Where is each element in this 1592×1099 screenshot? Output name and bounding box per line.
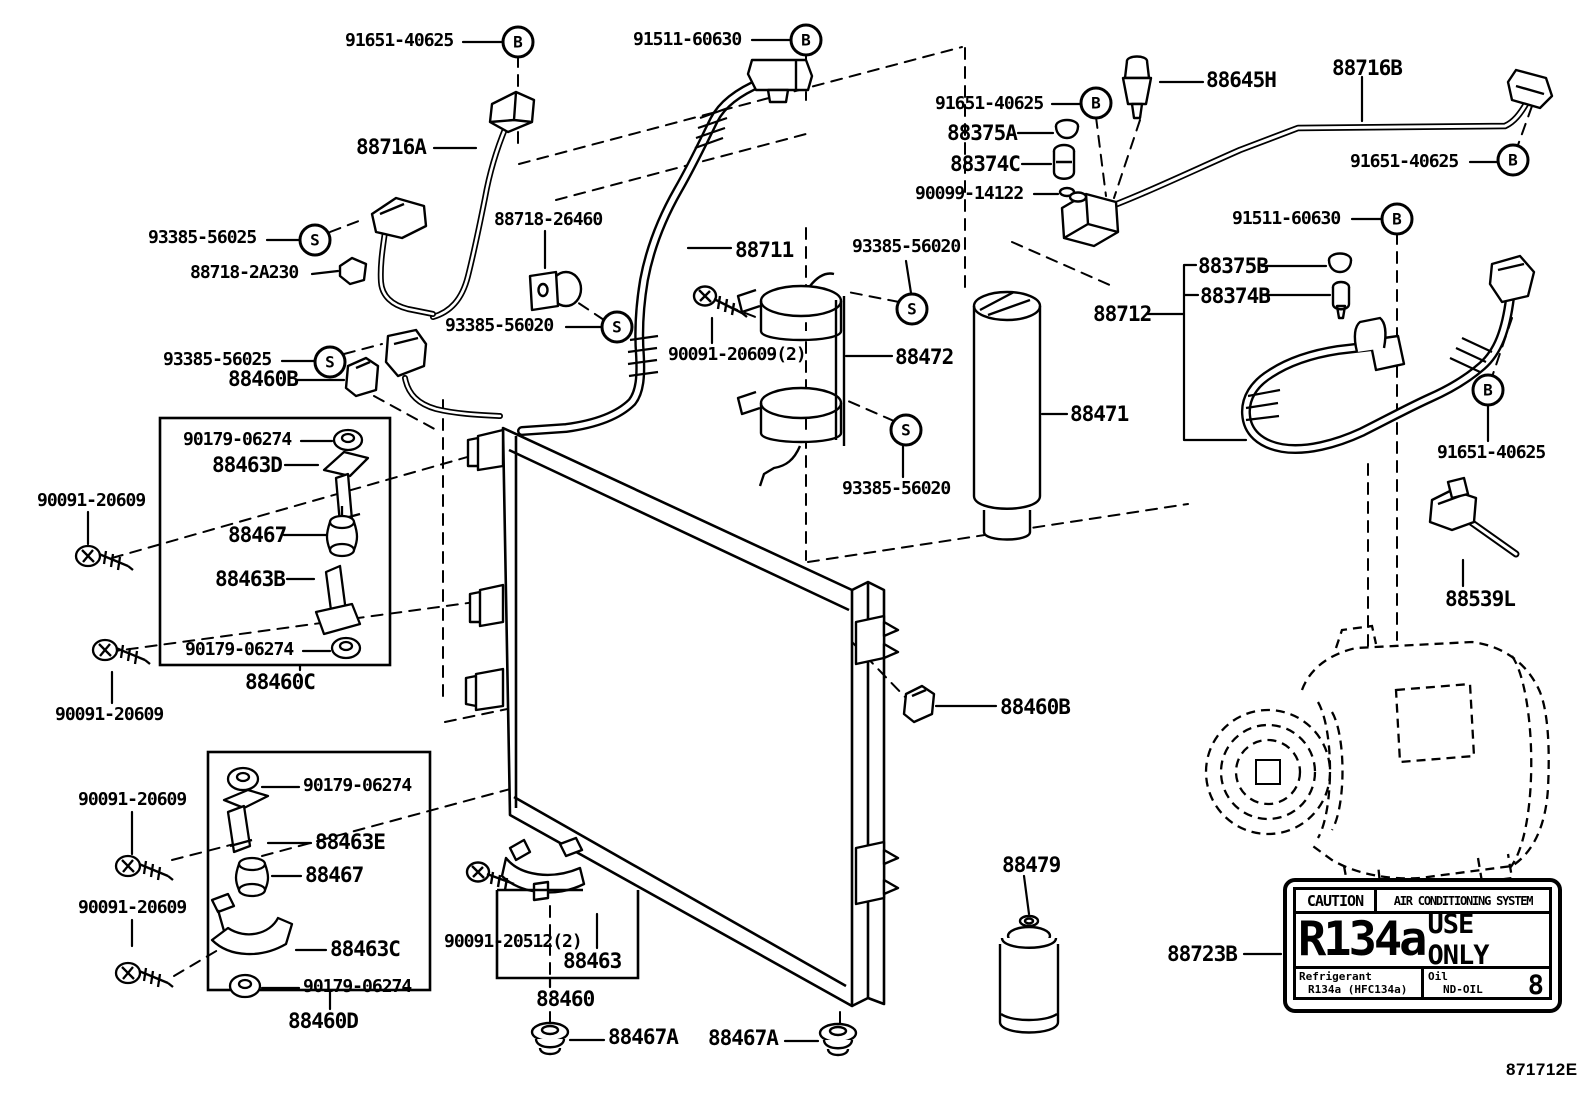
part-number-label: 88645H xyxy=(1206,68,1277,92)
part-number-label: 88463D xyxy=(212,453,283,477)
plate-refrigerant-big: R134a xyxy=(1298,911,1427,967)
part-number-label: 91511-60630 xyxy=(633,29,742,50)
condenser-brackets xyxy=(464,428,900,906)
fittings-and-small-parts xyxy=(338,55,1554,1057)
part-number-label: 93385-56020 xyxy=(445,315,554,336)
callout-circle-s: S xyxy=(600,310,634,344)
part-number-label: 93385-56025 xyxy=(163,349,272,370)
part-number-label: 88718-26460 xyxy=(494,209,603,230)
part-number-label: 88467 xyxy=(305,863,364,887)
part-number-label: 88460B xyxy=(1000,695,1071,719)
part-number-label: 88479 xyxy=(1002,853,1061,877)
part-number-label: 88460D xyxy=(288,1009,359,1033)
callout-circle-b: B xyxy=(1496,143,1530,177)
plate-refrigerant-value: R134a (HFC134a) xyxy=(1308,983,1408,997)
plate-caution-text: CAUTION xyxy=(1293,887,1377,914)
part-number-label: 90091-20609 xyxy=(78,789,187,810)
part-number-label: 88723B xyxy=(1167,942,1238,966)
part-number-label: 88712 xyxy=(1093,302,1152,326)
plate-oil-number: 8 xyxy=(1527,970,1544,1001)
part-number-label: 88467 xyxy=(228,523,287,547)
part-number-label: 88374C xyxy=(950,152,1021,176)
part-number-label: 88716A xyxy=(356,135,427,159)
part-number-label: 88463C xyxy=(330,937,401,961)
part-number-label: 88460B xyxy=(228,367,299,391)
bracket-kit-boxes xyxy=(158,416,640,992)
part-number-label: 88463 xyxy=(563,949,622,973)
part-number-label: 88471 xyxy=(1070,402,1129,426)
part-number-label: 91651-40625 xyxy=(935,93,1044,114)
refrigerant-hoses xyxy=(377,77,1530,558)
part-number-label: 90179-06274 xyxy=(303,775,412,796)
condenser-core xyxy=(501,426,886,1008)
callout-circle-b: B xyxy=(501,25,535,59)
drawing-number: 871712E xyxy=(1506,1060,1578,1079)
part-number-label: 90091-20609 xyxy=(78,897,187,918)
plate-refrigerant-cell: Refrigerant R134a (HFC134a) xyxy=(1293,966,1424,1000)
callout-circle-s: S xyxy=(298,223,332,257)
part-number-label: 90179-06274 xyxy=(183,429,292,450)
part-number-label: 90091-20609 xyxy=(37,490,146,511)
part-number-label: 88375A xyxy=(947,121,1018,145)
refrigerant-caution-plate: CAUTION AIR CONDITIONING SYSTEM R134a US… xyxy=(1283,878,1562,1013)
part-number-label: 90091-20609 xyxy=(55,704,164,725)
callout-circle-s: S xyxy=(889,413,923,447)
callout-circle-b: B xyxy=(1079,86,1113,120)
part-number-label: 90179-06274 xyxy=(185,639,294,660)
compressor-shaft xyxy=(1255,759,1281,785)
part-number-label: 88711 xyxy=(735,238,794,262)
callout-circle-b: B xyxy=(1380,202,1414,236)
part-number-label: 91511-60630 xyxy=(1232,208,1341,229)
part-number-label: 90091-20609(2) xyxy=(668,344,807,365)
part-number-label: 90091-20512(2) xyxy=(444,931,583,952)
part-number-label: 91651-40625 xyxy=(345,30,454,51)
callout-circle-s: S xyxy=(313,345,347,379)
plate-use-only: USE ONLY xyxy=(1427,909,1489,971)
part-number-label: 93385-56025 xyxy=(148,227,257,248)
part-number-label: 88463E xyxy=(315,830,386,854)
part-number-label: 91651-40625 xyxy=(1350,151,1459,172)
part-number-label: 88539L xyxy=(1445,587,1516,611)
part-number-label: 88374B xyxy=(1200,284,1271,308)
part-number-label: 88467A xyxy=(608,1025,679,1049)
part-number-label: 88375B xyxy=(1198,254,1269,278)
part-number-label: 90179-06274 xyxy=(303,976,412,997)
plate-oil-cell: Oil ND-OIL 8 xyxy=(1421,966,1552,1001)
part-number-label: 88467A xyxy=(708,1026,779,1050)
part-number-label: 88716B xyxy=(1332,56,1403,80)
bracket-kit-parts xyxy=(74,428,370,999)
callout-circle-b: B xyxy=(1471,373,1505,407)
plate-oil-value: ND-OIL xyxy=(1443,983,1483,997)
compressor-outline xyxy=(1204,624,1550,890)
part-number-label: 88472 xyxy=(895,345,954,369)
leader-lines xyxy=(86,38,1500,1043)
hose-collars xyxy=(627,106,1493,422)
part-number-label: 88463B xyxy=(215,567,286,591)
plate-system-text: AIR CONDITIONING SYSTEM xyxy=(1374,887,1552,914)
callout-circle-b: B xyxy=(789,23,823,57)
part-number-label: 90099-14122 xyxy=(915,183,1024,204)
plate-oil-label: Oil xyxy=(1428,970,1448,983)
part-number-label: 91651-40625 xyxy=(1437,442,1546,463)
part-number-label: 93385-56020 xyxy=(852,236,961,257)
callout-circle-s: S xyxy=(895,292,929,326)
part-number-label: 88718-2A230 xyxy=(190,262,299,283)
part-number-label: 88460 xyxy=(536,987,595,1011)
part-number-label: 88460C xyxy=(245,670,316,694)
plate-refrigerant-label: Refrigerant xyxy=(1299,970,1372,983)
part-number-label: 93385-56020 xyxy=(842,478,951,499)
